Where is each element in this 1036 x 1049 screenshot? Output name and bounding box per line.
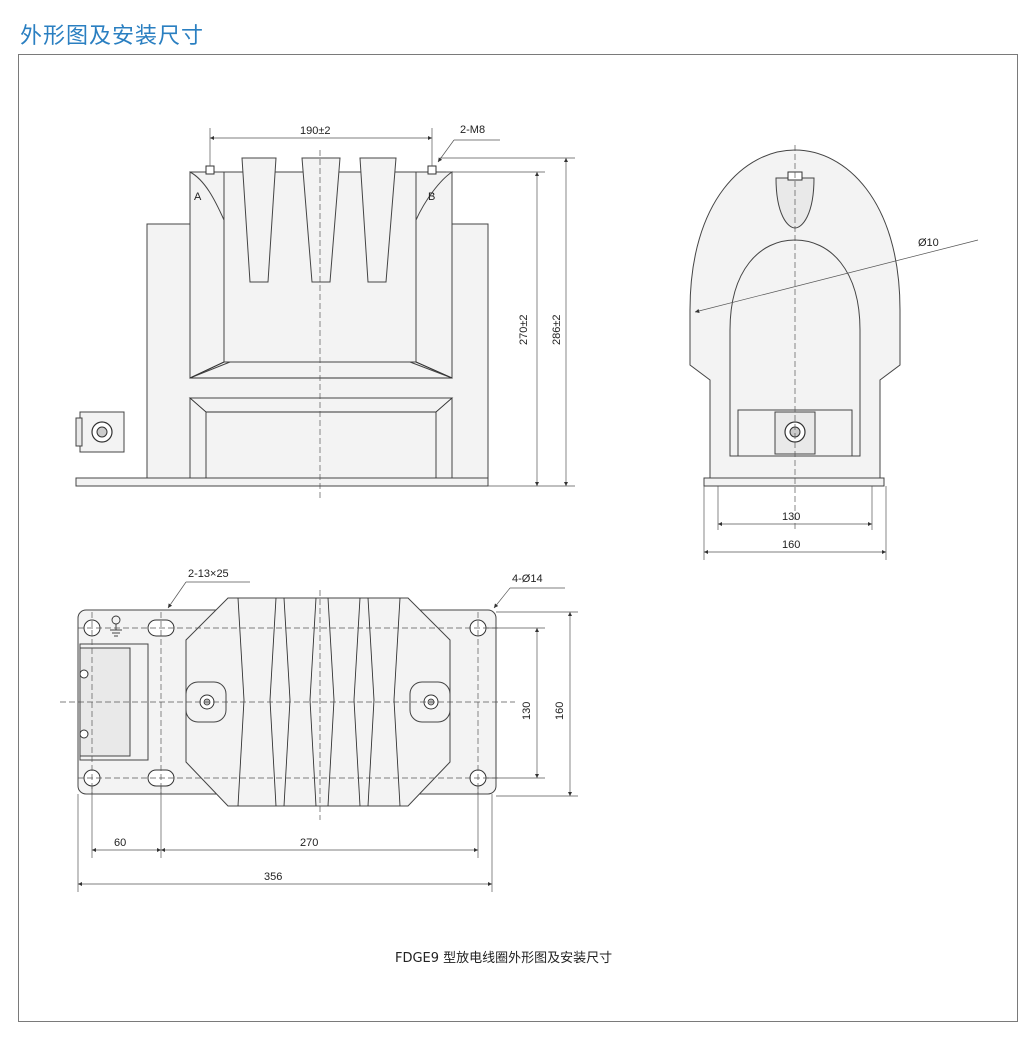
terminal-label-b: B bbox=[428, 191, 435, 203]
dim-356: 356 bbox=[264, 871, 282, 883]
page-heading: 外形图及安装尺寸 bbox=[20, 24, 205, 49]
dim-130-top: 130 bbox=[521, 702, 533, 720]
dim-286-height: 286±2 bbox=[551, 314, 563, 345]
ground-icon bbox=[110, 615, 122, 637]
dim-270-length: 270 bbox=[300, 837, 318, 849]
front-base-plate bbox=[75, 477, 489, 487]
dim-160-top: 160 bbox=[554, 702, 566, 720]
dim-holes: 4-Ø14 bbox=[512, 573, 543, 585]
dim-diameter-10: Ø10 bbox=[918, 237, 939, 249]
side-view: Ø10 130 160 bbox=[689, 145, 979, 560]
dim-270-height: 270±2 bbox=[518, 314, 530, 345]
dim-190: 190±2 bbox=[300, 125, 331, 137]
front-shed-3 bbox=[359, 157, 397, 283]
dim-slots: 2-13×25 bbox=[188, 568, 229, 580]
front-view: 190±2 2-M8 A B 270±2 286±2 bbox=[75, 124, 575, 500]
dim-130-side: 130 bbox=[782, 511, 800, 523]
front-window bbox=[189, 397, 453, 479]
dim-60: 60 bbox=[114, 837, 126, 849]
side-base-plate bbox=[703, 477, 885, 487]
top-view: 2-13×25 4-Ø14 130 160 60 270 356 bbox=[60, 568, 578, 892]
dim-160-side: 160 bbox=[782, 539, 800, 551]
drawing-frame bbox=[18, 54, 1018, 1022]
terminal-label-a: A bbox=[194, 191, 202, 203]
front-shed-2 bbox=[301, 157, 341, 283]
figure-caption: FDGE9 型放电线圈外形图及安装尺寸 bbox=[395, 951, 612, 966]
front-shed-1 bbox=[241, 157, 277, 283]
dim-2-m8: 2-M8 bbox=[460, 124, 485, 136]
